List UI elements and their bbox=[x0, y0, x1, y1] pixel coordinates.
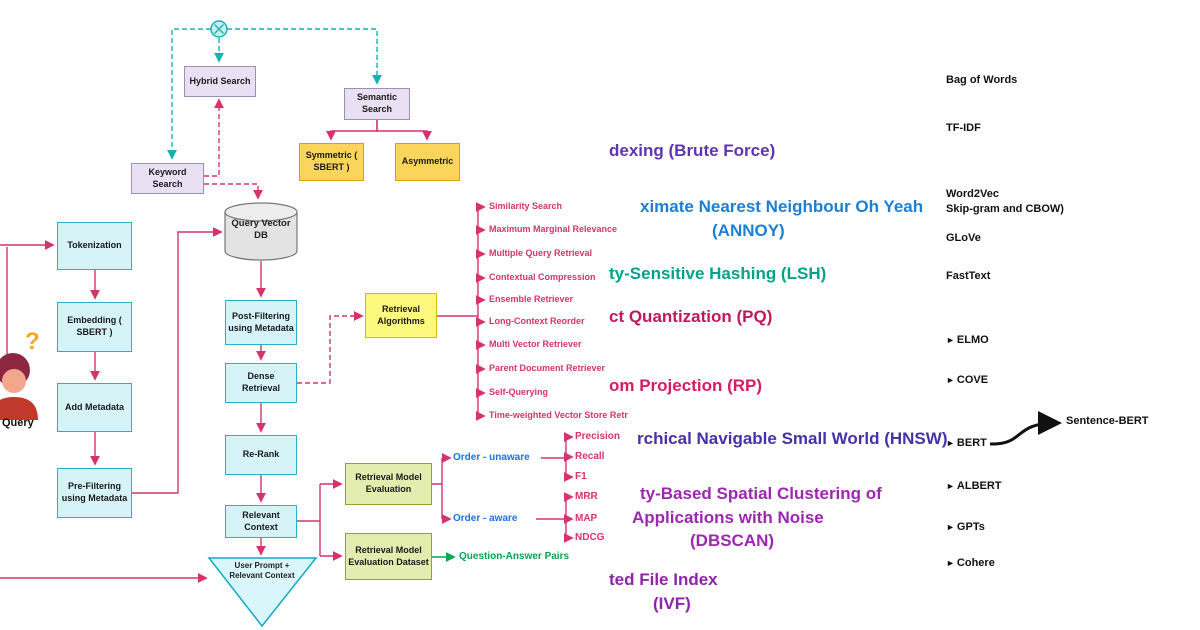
arrowhead-icon: ► bbox=[946, 375, 955, 385]
retrieval-item: Time-weighted Vector Store Retr bbox=[489, 410, 628, 420]
node-relevant-context: Relevant Context bbox=[225, 505, 297, 538]
heading-ivf: ted File Index bbox=[609, 570, 718, 589]
node-post-filtering: Post-Filtering using Metadata bbox=[225, 300, 297, 345]
embedding-model-elmo: ►ELMO bbox=[946, 334, 989, 346]
metric-mrr: MRR bbox=[575, 491, 598, 502]
node-hybrid-search: Hybrid Search bbox=[184, 66, 256, 97]
question-mark-icon: ? bbox=[25, 328, 40, 355]
retrieval-item: Long-Context Reorder bbox=[489, 316, 585, 326]
arrowhead-icon: ► bbox=[946, 438, 955, 448]
embedding-model-bert: ►BERT bbox=[946, 437, 987, 449]
order-aware-label: Order - aware bbox=[453, 513, 518, 524]
metric-map: MAP bbox=[575, 513, 598, 524]
heading-ivf-line2: (IVF) bbox=[653, 594, 691, 613]
arrowhead-icon: ► bbox=[946, 335, 955, 345]
heading-dbscan-line2: Applications with Noise bbox=[632, 508, 824, 527]
query-label: Query bbox=[2, 417, 34, 429]
embedding-model-glove: GLoVe bbox=[946, 232, 981, 244]
heading-lsh: ty-Sensitive Hashing (LSH) bbox=[609, 264, 827, 283]
node-keyword-search: Keyword Search bbox=[131, 163, 204, 194]
embedding-model-albert: ►ALBERT bbox=[946, 480, 1002, 492]
embedding-model-cohere: ►Cohere bbox=[946, 557, 995, 569]
node-symmetric: Symmetric ( SBERT ) bbox=[299, 143, 364, 181]
metric-recall: Recall bbox=[575, 451, 605, 462]
node-pre-filtering: Pre-Filtering using Metadata bbox=[57, 468, 132, 518]
arrowhead-icon: ► bbox=[946, 522, 955, 532]
node-user-prompt: User Prompt + Relevant Context bbox=[229, 561, 295, 581]
embedding-model-bag-of-words: Bag of Words bbox=[946, 74, 1018, 86]
metric-f1: F1 bbox=[575, 471, 587, 482]
embedding-model-cove: ►COVE bbox=[946, 374, 989, 386]
node-asymmetric: Asymmetric bbox=[395, 143, 460, 181]
metric-ndcg: NDCG bbox=[575, 532, 605, 543]
node-semantic-search: Semantic Search bbox=[344, 88, 410, 120]
retrieval-item: Similarity Search bbox=[489, 201, 563, 211]
retrieval-item: Ensemble Retriever bbox=[489, 294, 574, 304]
embedding-model-word2vec-sub: Skip-gram and CBOW) bbox=[946, 203, 1064, 215]
embedding-model-word2vec: Word2Vec bbox=[946, 188, 999, 200]
heading-hnsw: rchical Navigable Small World (HNSW) bbox=[637, 429, 948, 448]
embedding-model-gpts: ►GPTs bbox=[946, 521, 985, 533]
node-query-vector-db: Query Vector DB bbox=[231, 218, 291, 242]
retrieval-item: Self-Querying bbox=[489, 387, 549, 397]
arrowhead-icon: ► bbox=[946, 558, 955, 568]
node-retrieval-model-evaluation-dataset: Retrieval Model Evaluation Dataset bbox=[345, 533, 432, 580]
node-add-metadata: Add Metadata bbox=[57, 383, 132, 432]
retrieval-item: Parent Document Retriever bbox=[489, 363, 606, 373]
heading-rp: om Projection (RP) bbox=[609, 376, 763, 395]
question-answer-pairs-label: Question-Answer Pairs bbox=[459, 551, 570, 562]
heading-dbscan: ty-Based Spatial Clustering of bbox=[640, 484, 882, 503]
metric-precision: Precision bbox=[575, 431, 621, 442]
user-avatar-icon bbox=[0, 353, 38, 420]
heading-brute-force: dexing (Brute Force) bbox=[609, 141, 776, 160]
retrieval-item: Multi Vector Retriever bbox=[489, 339, 582, 349]
heading-dbscan-line3: (DBSCAN) bbox=[690, 531, 775, 550]
heading-annoy: ximate Nearest Neighbour Oh Yeah bbox=[640, 197, 924, 216]
embedding-model-tfidf: TF-IDF bbox=[946, 122, 981, 134]
node-tokenization: Tokenization bbox=[57, 222, 132, 270]
embedding-model-sentence-bert: Sentence-BERT bbox=[1066, 415, 1149, 427]
heading-annoy-line2: (ANNOY) bbox=[712, 221, 785, 240]
node-embedding: Embedding ( SBERT ) bbox=[57, 302, 132, 352]
node-retrieval-model-evaluation: Retrieval Model Evaluation bbox=[345, 463, 432, 505]
embedding-model-fasttext: FastText bbox=[946, 270, 991, 282]
retrieval-item: Maximum Marginal Relevance bbox=[489, 224, 618, 234]
heading-pq: ct Quantization (PQ) bbox=[609, 307, 773, 326]
retrieval-item: Multiple Query Retrieval bbox=[489, 248, 593, 258]
node-dense-retrieval: Dense Retrieval bbox=[225, 363, 297, 403]
retrieval-item: Contextual Compression bbox=[489, 272, 596, 282]
node-re-rank: Re-Rank bbox=[225, 435, 297, 475]
node-retrieval-algorithms: Retrieval Algorithms bbox=[365, 293, 437, 338]
arrowhead-icon: ► bbox=[946, 481, 955, 491]
order-unaware-label: Order - unaware bbox=[453, 452, 530, 463]
